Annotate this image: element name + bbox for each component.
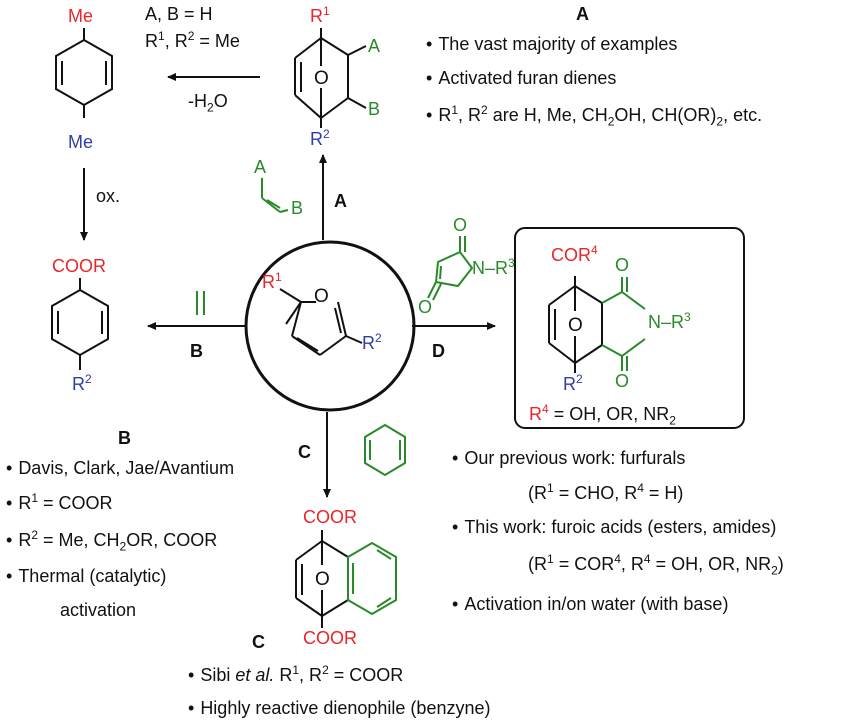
product-D-box	[514, 227, 745, 429]
panel-D-bullet-1-detail: (R1 = CHO, R4 = H)	[528, 481, 684, 503]
condition-dehydration: -H2O	[188, 91, 228, 115]
dienophile-label-A: A	[254, 157, 267, 177]
panel-B-bullet-2: R1 = COOR	[6, 491, 112, 514]
ethylene	[196, 291, 205, 315]
panel-B-bullet-3: R2 = Me, CH2OR, COOR	[6, 528, 217, 554]
condition-r1r2-me: R1, R2 = Me	[145, 29, 240, 51]
panel-B-bullet-4-continued: activation	[60, 600, 137, 620]
dienophile-label-B: B	[291, 198, 304, 218]
arrow-label-C: C	[298, 442, 311, 462]
condition-oxidation: ox.	[96, 186, 121, 206]
furan-R2: R2	[362, 331, 382, 353]
panel-D-bullet-3: Activation in/on water (with base)	[452, 594, 728, 615]
panel-D-bullet-2: This work: furoic acids (esters, amides)	[452, 517, 776, 538]
oxabenzonorbornadiene	[295, 530, 349, 628]
panel-C-bullet-2: Highly reactive dienophile (benzyne)	[188, 698, 490, 719]
maleimide-nitrogen: N–R3	[472, 256, 515, 278]
maleimide	[427, 236, 474, 301]
panel-A-bullet-1: The vast majority of examples	[426, 34, 677, 55]
benzoate-COOR: COOR	[52, 256, 106, 276]
panel-C-heading: C	[252, 632, 265, 652]
maleimide-carbonyl-bottom: O	[418, 297, 433, 317]
product-C-COOR-top: COOR	[303, 507, 357, 527]
oxanorbornene-D	[548, 276, 603, 373]
panel-A-bullet-2: Activated furan dienes	[426, 68, 616, 89]
product-D-R4-definition: R4 = OH, OR, NR2	[529, 402, 676, 428]
oxanorbornene-A-substituent-A: A	[368, 36, 381, 56]
arrow-label-B: B	[190, 341, 203, 361]
panel-B-bullet-4: Thermal (catalytic)	[6, 566, 166, 587]
furan-R1: R1	[262, 270, 282, 292]
maleimide-carbonyl-top: O	[453, 215, 468, 235]
arrow-label-D: D	[432, 341, 445, 361]
condition-ab-h: A, B = H	[145, 4, 213, 24]
p-xylene	[55, 28, 113, 118]
benzoate-product	[51, 278, 109, 370]
benzoate-R2: R2	[72, 372, 92, 394]
oxanorbornene-A-R2: R2	[310, 127, 330, 149]
panel-B-bullet-1: Davis, Clark, Jae/Avantium	[6, 458, 234, 479]
methyl-top: Me	[68, 6, 94, 26]
oxanorbornene-A-R1: R1	[310, 4, 330, 26]
benzyne	[364, 423, 406, 477]
furan-oxygen: O	[314, 286, 329, 307]
product-C-COOR-bottom: COOR	[303, 628, 357, 648]
oxabenzonorbornadiene-oxygen: O	[315, 569, 330, 590]
panel-C-bullet-1: Sibi et al. R1, R2 = COOR	[188, 663, 403, 686]
panel-B-heading: B	[118, 428, 131, 448]
product-D-R2: R2	[563, 372, 583, 394]
oxanorbornene-A	[294, 28, 367, 128]
furan-circle	[244, 240, 416, 412]
imide-ring-D	[601, 277, 646, 371]
oxanorbornene-A-oxygen: O	[314, 68, 329, 89]
product-D-carbonyl-bottom: O	[615, 371, 630, 391]
arrow-label-A: A	[334, 191, 347, 211]
product-D-carbonyl-top: O	[615, 255, 630, 275]
panel-D-bullet-1: Our previous work: furfurals	[452, 448, 685, 469]
panel-D-bullet-2-detail: (R1 = COR4, R4 = OH, OR, NR2)	[528, 552, 784, 578]
oxanorbornene-A-substituent-B: B	[368, 99, 381, 119]
dienophile-alkene	[261, 178, 289, 213]
panel-A-bullet-3: R1, R2 are H, Me, CH2OH, CH(OR)2, etc.	[426, 103, 762, 129]
panel-A-heading: A	[576, 4, 589, 24]
furan-ring	[279, 288, 363, 356]
product-D-nitrogen: N–R3	[648, 310, 691, 332]
fused-benzene-C	[347, 541, 397, 616]
oxanorbornene-D-oxygen: O	[568, 315, 583, 336]
methyl-bottom: Me	[68, 132, 94, 152]
product-D-COR4: COR4	[551, 243, 598, 265]
